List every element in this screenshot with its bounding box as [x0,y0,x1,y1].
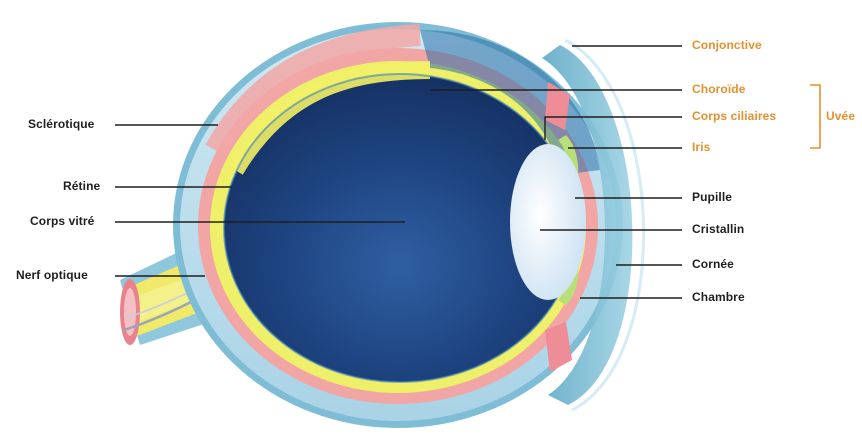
label-retine: Rétine [63,179,100,193]
label-cornee: Cornée [692,257,734,271]
label-choroide: Choroïde [692,82,745,96]
label-conjonctive: Conjonctive [692,38,762,52]
lens-shape [510,144,586,300]
label-pupille: Pupille [692,190,732,204]
label-cristallin: Cristallin [692,222,744,236]
label-iris: Iris [692,140,710,154]
label-nerf-optique: Nerf optique [16,268,88,282]
label-corps-ciliaires: Corps ciliaires [692,109,776,123]
label-sclerotique: Sclérotique [28,117,94,131]
uvee-bracket [810,85,820,148]
label-corps-vitre: Corps vitré [30,214,94,228]
label-chambre: Chambre [692,290,745,304]
label-uvee: Uvée [826,109,855,123]
